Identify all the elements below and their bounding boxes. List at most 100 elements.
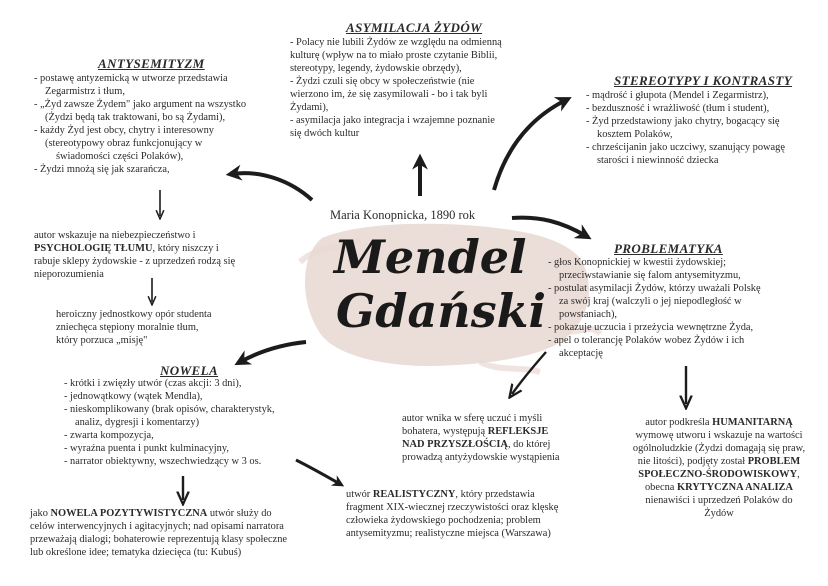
center-author-line: Maria Konopnicka, 1890 rok [330,208,476,222]
humanitarna-text: nie litości), podjęty został [637,456,748,467]
problematyka-title: PROBLEMATYKA [614,241,723,256]
list-item: świadomości części Polaków), [56,151,184,162]
refleksje-bold: REFLEKSJE [487,426,549,437]
list-item: - postulat asymilacji Żydów, którzy uważ… [548,283,761,294]
refleksje-line: NAD PRZYSZŁOŚCIĄ, do której [402,438,602,451]
realistyczny-bold: REALISTYCZNY [372,489,456,500]
list-item: kulturę (wpływ na to miało proste czytan… [290,50,498,61]
psychologia-line: autor wskazuje na niebezpieczeństwo i [34,230,196,241]
problematyka-list: - głos Konopnickiej w kwestii żydowskiej… [548,256,816,360]
asymilacja-title: ASYMILACJA ŻYDÓW [346,20,483,35]
list-item: - bezduszność i wrażliwość (tłum i stude… [586,103,770,114]
list-item: - Żydzi czuli się obcy w społeczeństwie … [290,76,475,87]
refleksje-line: prowadzą antyżydowskie wystąpienia [402,452,560,463]
list-item: - Żyd przedstawiony jako chytry, bogacąc… [586,116,780,127]
list-item: - nieskomplikowany (brak opisów, charakt… [64,404,275,415]
realistyczny-text: utwór [346,489,373,500]
humanitarna-line: ogólnoludzkie (Żydzi domagają się praw, [632,443,806,454]
psychologia-block: autor wskazuje na niebezpieczeństwo i PS… [34,229,284,281]
realistyczny-block: utwór REALISTYCZNY, który przedstawia fr… [346,488,596,540]
nowela-title: NOWELA [160,363,219,378]
student-line: heroiczny jednostkowy opór studenta [56,309,212,320]
list-item: - każdy Żyd jest obcy, chytry i intereso… [34,125,214,136]
psychologia-bold: PSYCHOLOGIĘ TŁUMU [34,243,153,254]
pozytywistyczna-bold: NOWELA POZYTYWISTYCZNA [50,508,208,519]
antysemityzm-title: ANTYSEMITYZM [98,56,205,71]
list-item: wierzono im, że się zasymilowali - bo i … [290,89,488,100]
stereotypy-title: STEREOTYPY I KONTRASTY [614,73,793,88]
list-item: Zegarmistrz i tłum, [45,86,125,97]
pozytywistyczna-text: jako [30,508,51,519]
list-item: - postawę antyzemicką w utworze przedsta… [34,73,228,84]
list-item: - chrześcijanin jako uczciwy, szanujący … [586,142,785,153]
list-item: się dwóch kultur [290,128,360,139]
humanitarna-text: autor podkreśla [645,417,713,428]
list-item: kosztem Polaków, [597,129,673,140]
psychologia-line: PSYCHOLOGIĘ TŁUMU, który niszczy i [34,242,284,255]
center-blob [304,223,589,366]
asymilacja-list: - Polacy nie lubili Żydów ze względu na … [290,36,550,140]
humanitarna-line: nie litości), podjęty został PROBLEM [614,455,824,468]
psychologia-line-rest: , który niszczy i [152,243,219,254]
list-item: powstaniach), [559,309,617,320]
humanitarna-line: wymowę utworu i wskazuje na wartości [635,430,803,441]
humanitarna-text: , [797,469,800,480]
list-item: starości i niewinność dziecka [597,155,719,166]
list-item: - głos Konopnickiej w kwestii żydowskiej… [548,257,727,268]
arrow-to-problematyka [511,215,592,240]
humanitarna-bold: PROBLEM [747,456,801,467]
refleksje-bold: NAD PRZYSZŁOŚCIĄ [402,439,508,450]
center-title-line2: Gdański [336,284,546,338]
arrow-to-antysemityzm [225,164,314,202]
list-item: - Polacy nie lubili Żydów ze względu na … [290,37,502,48]
realistyczny-line: człowieka żydowskiego pochodzenia; probl… [346,515,541,526]
list-item: (stereotypowy obraz funkcjonujący w [45,138,203,149]
refleksje-text: , do której [507,439,551,450]
refleksje-line: bohatera, występują REFLEKSJE [402,425,602,438]
humanitarna-bold: SPOŁECZNO-ŚRODOWISKOWY [638,469,798,480]
list-item: - jednowątkowy (wątek Mendla), [64,391,203,402]
pozytywistyczna-line: lub określone idee; tematyka dziecięca (… [30,547,242,558]
arrow-to-nowela [234,340,307,366]
list-item: - Żydzi mnożą się jak szarańcza, [34,164,170,175]
list-item: - „Żyd zawsze Żydem" jako argument na ws… [34,99,247,110]
arrow-to-stereotypy [492,97,572,191]
refleksje-block: autor wnika w sferę uczuć i myśli bohate… [402,412,602,464]
list-item: - pokazuje uczucia i przeżycia wewnętrzn… [548,322,754,333]
antysemityzm-list: - postawę antyzemicką w utworze przedsta… [34,72,284,176]
pozytywistyczna-line: przeważają dialogi; bohaterowie reprezen… [30,534,288,545]
psychologia-line: rabuje sklepy żydowskie - z uprzedzeń ro… [34,256,236,267]
list-item: - zwarta kompozycja, [64,430,154,441]
humanitarna-line: obecna KRYTYCZNA ANALIZA [614,481,824,494]
humanitarna-line: Żydów [704,508,734,519]
list-item: Żydami), [290,102,329,113]
humanitarna-block: autor podkreśla HUMANITARNĄ wymowę utwor… [614,416,824,520]
humanitarna-line: autor podkreśla HUMANITARNĄ [614,416,824,429]
nowela-list: - krótki i zwięzły utwór (czas akcji: 3 … [64,377,314,468]
list-item: - krótki i zwięzły utwór (czas akcji: 3 … [64,378,242,389]
arrow-problematyka-refleksje [512,351,547,394]
realistyczny-line: antysemityzmu; realistyczne miejsca (War… [346,528,551,539]
list-item: akceptację [559,348,603,359]
realistyczny-line: fragment XIX-wiecznej rzeczywistości ora… [346,502,559,513]
list-item: analiz, dygresji i komentarzy) [75,417,200,428]
humanitarna-bold: HUMANITARNĄ [712,417,793,428]
realistyczny-line: utwór REALISTYCZNY, który przedstawia [346,488,596,501]
pozytywistyczna-text: utwór służy do [207,508,272,519]
list-item: - apel o tolerancję Polaków wobez Żydów … [548,335,745,346]
pozytywistyczna-line: celów interwencyjnych i agitacyjnych; na… [30,521,284,532]
student-line: który porzuca „misję" [56,335,148,346]
refleksje-line: autor wnika w sferę uczuć i myśli [402,413,543,424]
list-item: - mądrość i głupota (Mendel i Zegarmistr… [586,90,769,101]
stereotypy-list: - mądrość i głupota (Mendel i Zegarmistr… [586,89,816,167]
list-item: stereotypy, legendy, żydowskie obrzędy), [290,63,462,74]
student-block: heroiczny jednostkowy opór studenta znie… [56,308,256,347]
realistyczny-text: , który przedstawia [455,489,535,500]
center-title-line1: Mendel [334,230,527,284]
student-line: zniechęca stępiony moralnie tłum, [56,322,199,333]
list-item: - wyraźna puenta i punkt kulminacyjny, [64,443,229,454]
pozytywistyczna-line: jako NOWELA POZYTYWISTYCZNA utwór służy … [30,507,330,520]
humanitarna-bold: KRYTYCZNA ANALIZA [677,482,793,493]
psychologia-line: nieporozumienia [34,269,104,280]
